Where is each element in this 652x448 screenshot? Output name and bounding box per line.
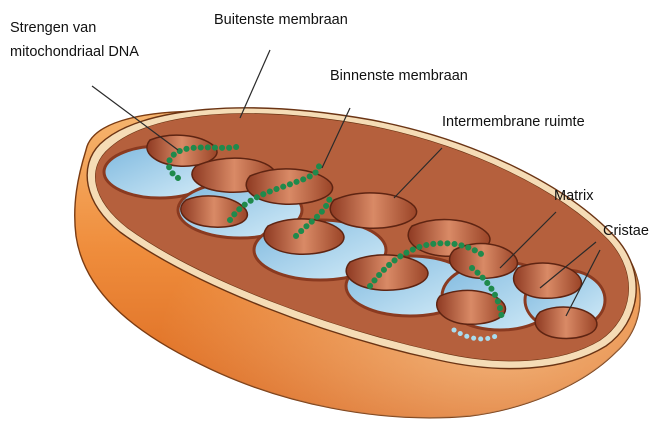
crista	[346, 255, 428, 290]
crista	[535, 307, 597, 338]
crista	[330, 193, 416, 228]
label-inner-membrane: Binnenste membraan	[330, 66, 468, 87]
label-intermembrane-space: Intermembrane ruimte	[442, 112, 585, 133]
label-dna-line1: Strengen van	[10, 18, 96, 39]
label-dna-line2: mitochondriaal DNA	[10, 42, 139, 63]
label-outer-membrane: Buitenste membraan	[214, 10, 348, 31]
label-cristae: Cristae	[603, 221, 649, 242]
crista	[264, 219, 344, 254]
label-matrix: Matrix	[554, 186, 593, 207]
